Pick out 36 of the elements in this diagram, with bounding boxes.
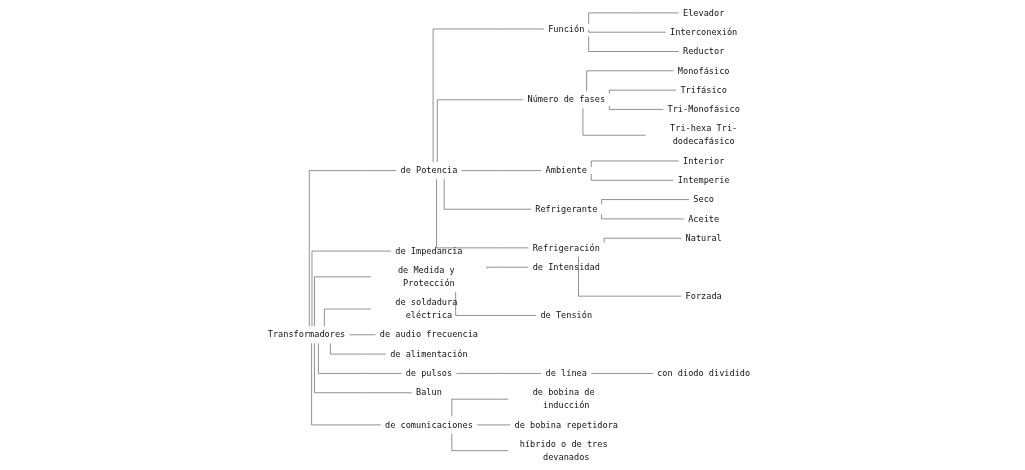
node-text: Reductor [682, 46, 725, 57]
node-text: Aceite [688, 213, 720, 224]
node-text: Interconexión [670, 26, 738, 38]
node-text: Balun [416, 387, 442, 398]
node-text: de línea [545, 368, 587, 379]
node-text: Tri-hexa Tri-dodecafásico [670, 123, 738, 147]
node-text: de alimentación [390, 348, 468, 359]
node-text: de comunicaciones [385, 419, 473, 430]
node-text: Monofásico [677, 65, 730, 76]
node-text: de bobina de inducción [532, 387, 595, 411]
node-text: Interior [682, 155, 725, 166]
node-text: de soldadura eléctrica [395, 297, 458, 321]
node-text: Elevador [682, 7, 725, 18]
node-text: de Intensidad [532, 261, 600, 273]
node-text: con diodo dividido [657, 368, 751, 379]
node-text: de bobina repetidora [514, 419, 618, 430]
node-text: de pulsos [405, 368, 453, 379]
node-text: Número de fases [527, 94, 606, 105]
node-text: de Potencia [400, 165, 458, 176]
node-text: híbrido o de tres devanados [519, 438, 608, 462]
node-text: Natural [685, 232, 722, 244]
node-text: Forzada [685, 290, 722, 301]
node-text: de audio frecuencia [379, 329, 479, 340]
node-text: Transformadores [267, 329, 346, 340]
node-text: Refrigeración [532, 242, 600, 253]
node-text: Trifásico [680, 84, 727, 95]
node-text: Intemperie [677, 174, 730, 186]
node-text: de Medida y Protección [397, 265, 455, 289]
node-text: Tri-Monofásico [667, 104, 740, 115]
node-text: Función [548, 23, 585, 34]
connector [578, 256, 682, 297]
node-text: Seco [693, 194, 714, 205]
node-text: de Tensión [540, 310, 593, 321]
node-text: Refrigerante [535, 203, 598, 215]
node-text: Ambiente [545, 165, 587, 176]
node-text: de Impedancia [395, 245, 463, 256]
